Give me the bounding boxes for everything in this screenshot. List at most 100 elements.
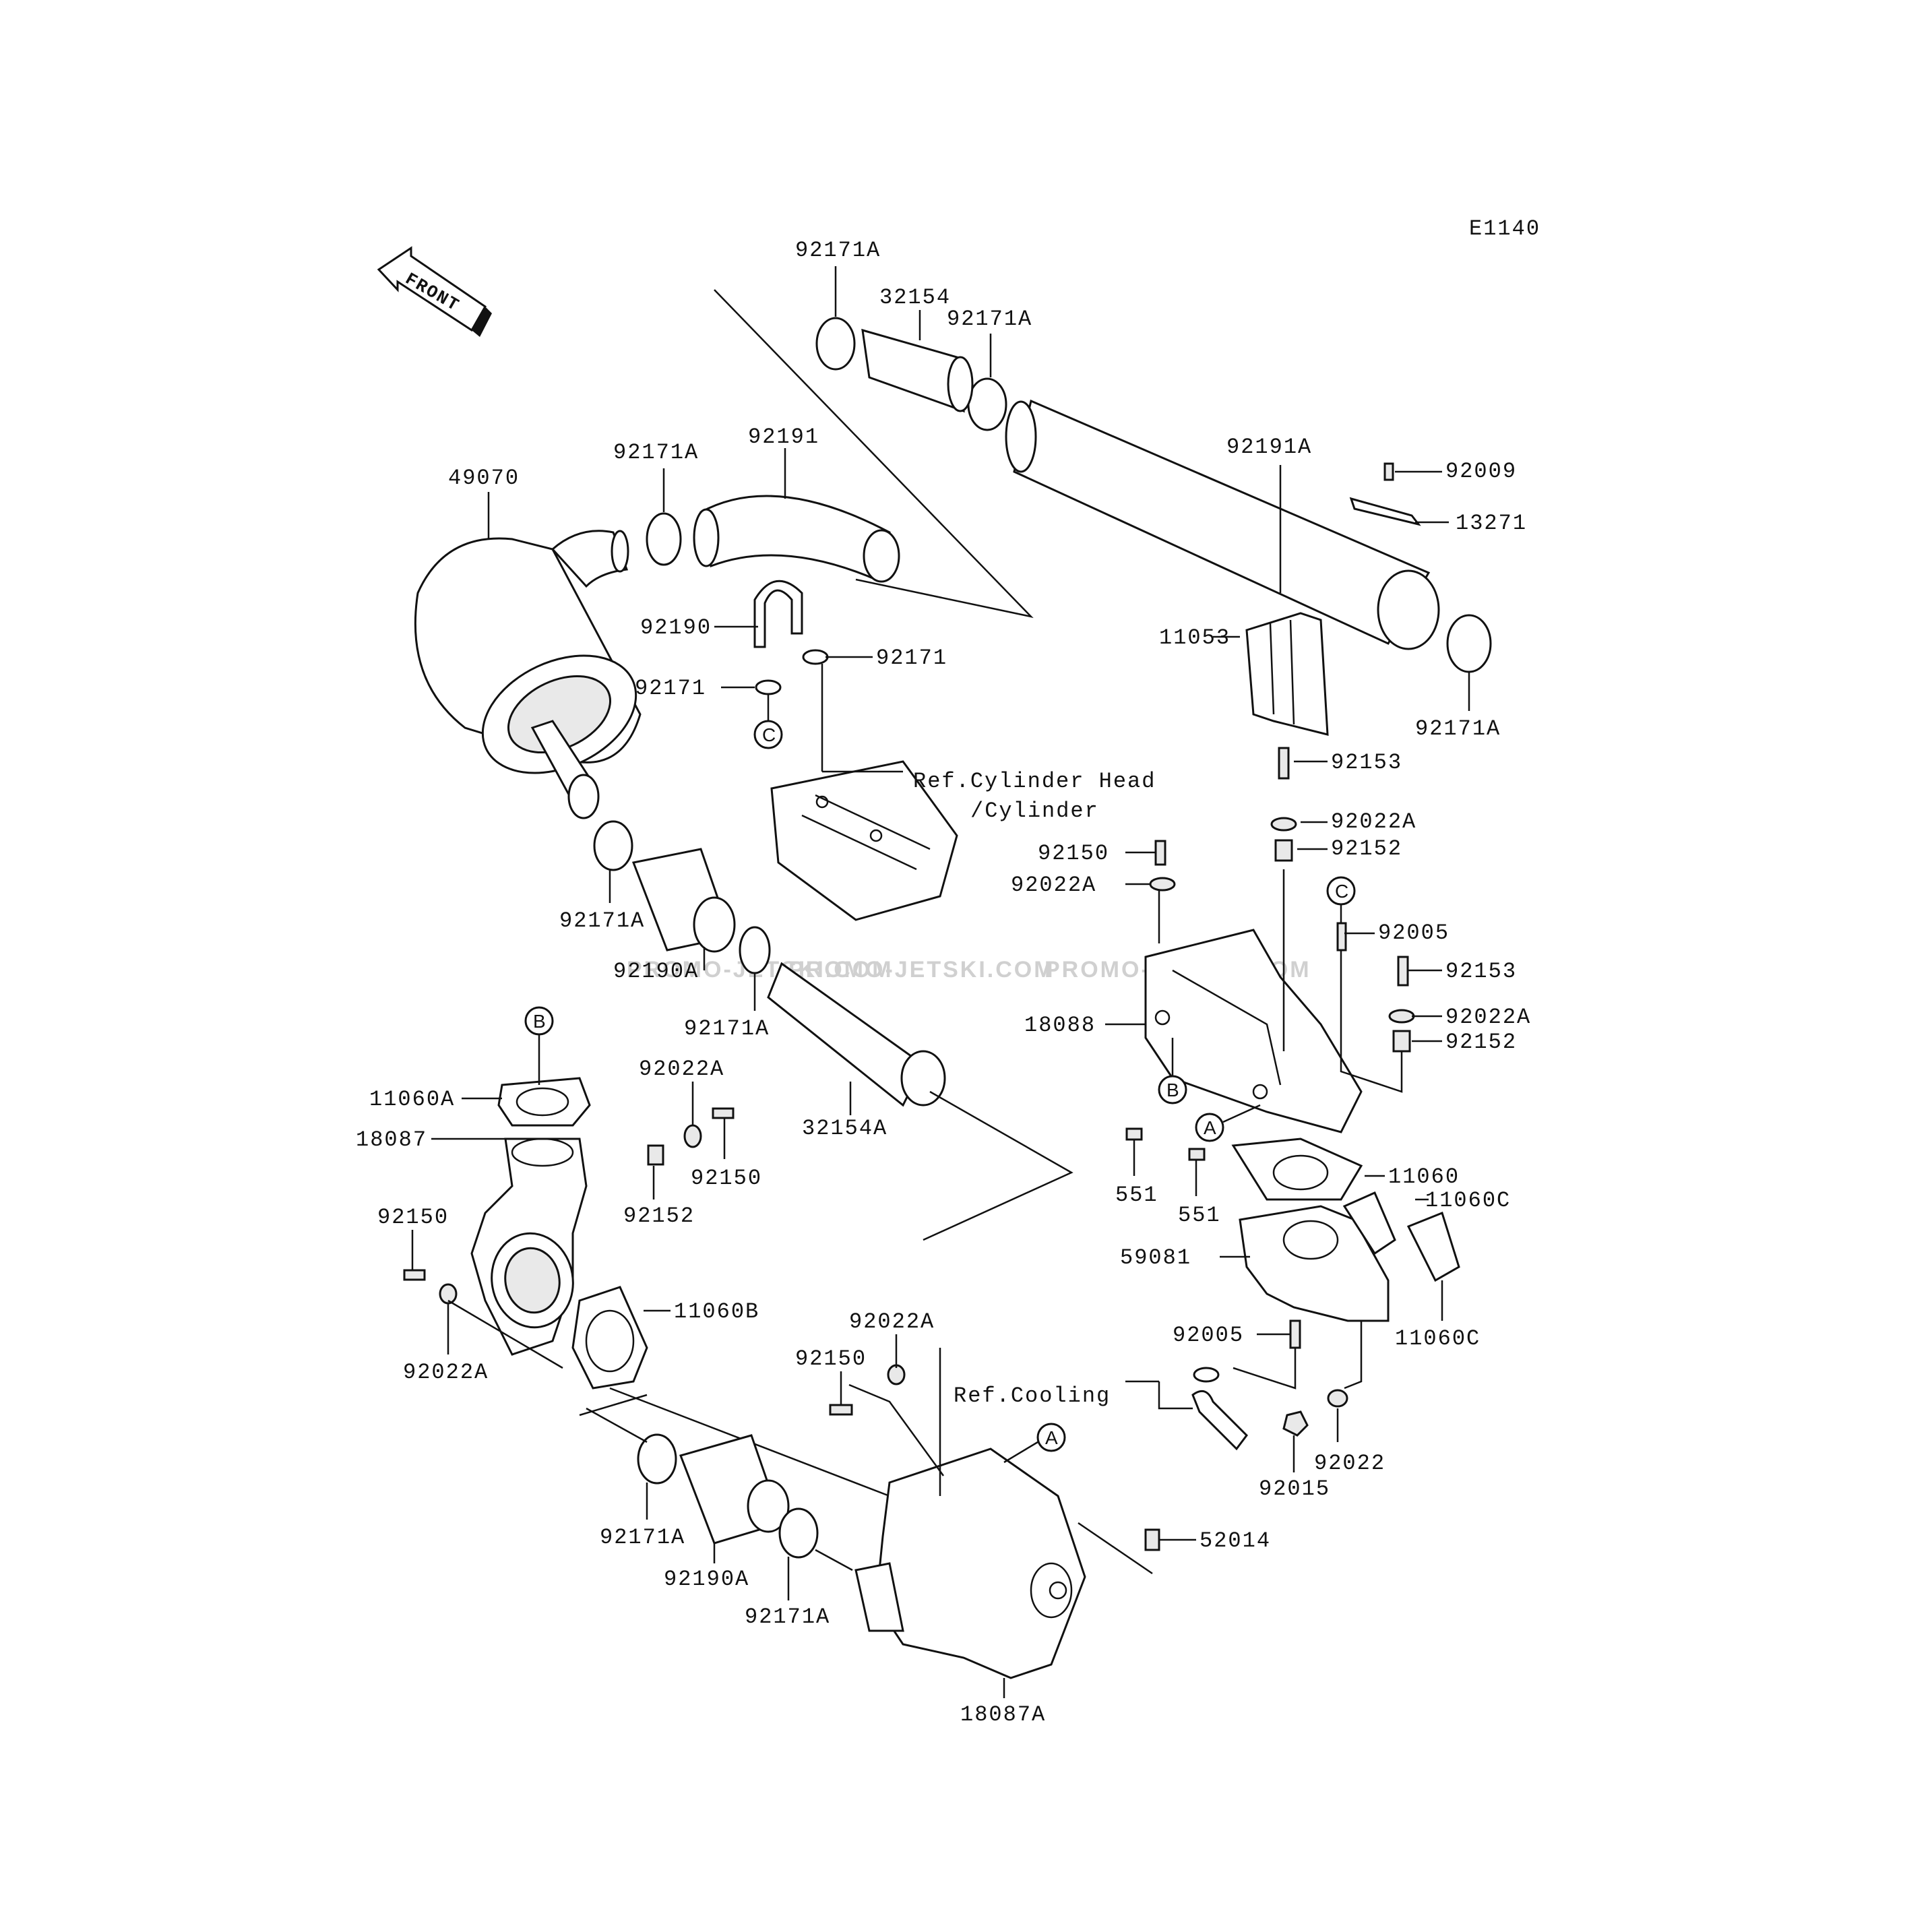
plug-92015 — [1282, 1410, 1309, 1437]
label-92022: 92022 — [1314, 1451, 1385, 1476]
svg-text:B: B — [1166, 1080, 1179, 1100]
label-92005: 92005 — [1173, 1323, 1244, 1348]
label-92190: 92190 — [640, 615, 712, 640]
label-18088: 18088 — [1024, 1013, 1096, 1038]
dowel-551-b — [1188, 1148, 1206, 1161]
plug-52014 — [1144, 1528, 1160, 1551]
hose-92191 — [699, 495, 891, 582]
clamp-92171-r — [802, 649, 829, 665]
label-92152: 92152 — [1331, 836, 1402, 861]
gasket-11060B — [571, 1286, 648, 1390]
label-92171A: 92171A — [947, 307, 1032, 332]
label-92150: 92150 — [691, 1166, 762, 1191]
label-92191: 92191 — [748, 425, 819, 449]
cylinder-head — [770, 760, 958, 921]
leader-lines — [411, 266, 1470, 1698]
clamp-92171A-mid — [646, 512, 682, 566]
label-92150: 92150 — [795, 1346, 867, 1371]
hose-32154A — [767, 962, 925, 1107]
label-551: 551 — [1115, 1183, 1158, 1208]
label-92190A: 92190A — [613, 959, 699, 984]
part-number-labels: 92171A 32154 92171A 92191 92171A 49070 9… — [356, 238, 1531, 1727]
label-92009: 92009 — [1445, 459, 1517, 484]
label-49070: 49070 — [448, 466, 520, 491]
nipple-92005-b — [1289, 1319, 1301, 1349]
label-92005: 92005 — [1378, 921, 1450, 945]
washer-92022 — [1327, 1389, 1348, 1408]
label-11060C: 11060C — [1395, 1326, 1481, 1351]
ref-cooling: Ref.Cooling — [954, 1383, 1111, 1408]
label-92152: 92152 — [1445, 1030, 1517, 1055]
label-59081: 59081 — [1120, 1245, 1191, 1270]
front-arrow-icon: FRONT — [377, 246, 492, 337]
label-11060A: 11060A — [369, 1087, 455, 1112]
label-52014: 52014 — [1199, 1528, 1271, 1553]
svg-text:C: C — [1335, 881, 1348, 902]
label-92022A: 92022A — [639, 1057, 724, 1082]
gasket-11060C-b — [1406, 1212, 1460, 1282]
label-92190A: 92190A — [664, 1567, 749, 1592]
watermark-2: PROMO-JETSKI.COM — [788, 957, 1055, 983]
label-92022A: 92022A — [849, 1309, 935, 1334]
label-92171A: 92171A — [684, 1016, 770, 1041]
marker-c-1: C — [753, 720, 783, 749]
label-18087A: 18087A — [960, 1702, 1046, 1727]
clamp-92171A-right — [1446, 614, 1492, 673]
label-11060: 11060 — [1388, 1164, 1460, 1189]
washer-92022A-f — [887, 1364, 906, 1385]
label-92153: 92153 — [1445, 959, 1517, 984]
label-92152: 92152 — [623, 1204, 695, 1228]
label-13271: 13271 — [1456, 511, 1527, 536]
clamp-92171A-lower — [739, 926, 771, 974]
figure-code: E1140 — [1469, 216, 1540, 241]
gasket-11060 — [1231, 1138, 1363, 1201]
body-18087A — [854, 1447, 1086, 1679]
clamp-92171A-top — [815, 317, 856, 371]
washer-92022A-c — [1388, 1009, 1415, 1024]
washer-92022A-d — [683, 1124, 702, 1148]
label-92171: 92171 — [635, 676, 706, 701]
washer-92022A-e — [439, 1283, 458, 1305]
clamp-92171A-left — [593, 820, 633, 871]
elbow-18087 — [470, 1138, 588, 1356]
bolt-92150-c — [403, 1269, 426, 1281]
label-11060C: 11060C — [1425, 1188, 1511, 1213]
label-18087: 18087 — [356, 1127, 427, 1152]
svg-text:A: A — [1204, 1117, 1216, 1138]
marker-b-1: B — [524, 1006, 554, 1036]
label-92171A: 92171A — [600, 1525, 685, 1550]
label-92015: 92015 — [1259, 1476, 1330, 1501]
spacer-92152-a — [1274, 839, 1293, 862]
label-92153: 92153 — [1331, 750, 1402, 775]
gasket-11060A — [497, 1077, 591, 1127]
svg-text:C: C — [762, 724, 776, 745]
nipple-92005-a — [1336, 922, 1347, 952]
marker-c-2: C — [1326, 876, 1356, 906]
marker-a-2: A — [1036, 1423, 1066, 1452]
washer-92022A-a — [1270, 817, 1297, 832]
ref-cylinder: /Cylinder — [970, 799, 1099, 823]
bolt-92150-a — [1154, 840, 1166, 866]
muffler-49070 — [414, 530, 642, 819]
label-92171A: 92171A — [795, 238, 881, 263]
svg-text:A: A — [1045, 1427, 1058, 1448]
gasket-11060C-a — [1342, 1191, 1396, 1255]
manifold-59081 — [1239, 1205, 1390, 1322]
label-92022A: 92022A — [1331, 809, 1416, 834]
clamp-92171A-bot1 — [637, 1433, 677, 1485]
dowel-551-a — [1125, 1127, 1143, 1141]
hose-92190 — [753, 580, 803, 648]
label-92171A: 92171A — [745, 1604, 830, 1629]
spacer-92152-b — [1392, 1030, 1411, 1053]
marker-a-1: A — [1195, 1113, 1224, 1142]
label-92171A: 92171A — [559, 908, 645, 933]
label-92150: 92150 — [1038, 841, 1109, 866]
bolt-92150-b — [712, 1107, 735, 1119]
clamp-92171A-top2 — [967, 377, 1007, 431]
label-92022A: 92022A — [1011, 873, 1096, 898]
washer-92022A-b — [1149, 877, 1176, 892]
label-92022A: 92022A — [1445, 1005, 1531, 1030]
label-551: 551 — [1178, 1203, 1221, 1228]
svg-text:B: B — [533, 1011, 546, 1032]
